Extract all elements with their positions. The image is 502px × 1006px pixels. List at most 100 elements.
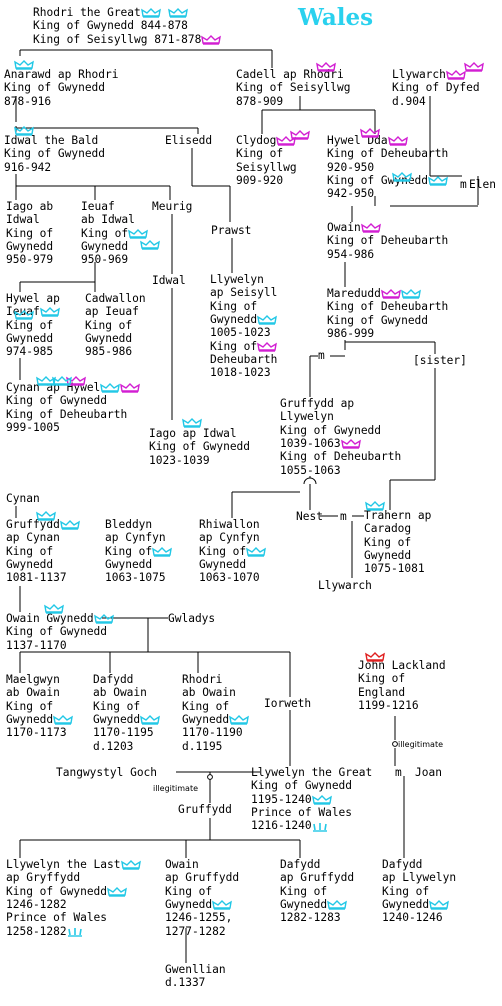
person-text: ap Seisyll bbox=[210, 286, 278, 300]
person-text: King of bbox=[93, 699, 141, 713]
person-text: King of Gwynedd bbox=[6, 884, 108, 898]
llywelyn-seisyll-line: King of bbox=[210, 340, 278, 353]
llywelyn-seisyll-line: ap Seisyll bbox=[210, 286, 277, 299]
dafydd-owain-line: d.1203 bbox=[93, 740, 133, 753]
person-text: 950-969 bbox=[81, 253, 129, 267]
person-text: King of bbox=[382, 884, 430, 898]
llywarch-dyfed-line: Llywarch bbox=[392, 68, 466, 81]
person-text: 920-950 bbox=[327, 160, 375, 174]
person-text: 1039-1063 bbox=[280, 436, 341, 450]
crown-icon bbox=[360, 128, 380, 139]
iago-idwal-line: King of Gwynedd bbox=[149, 440, 250, 453]
crown-icon bbox=[316, 58, 336, 76]
person-text: King of Gwynedd bbox=[327, 313, 429, 327]
person-text: Maelgwyn bbox=[6, 673, 60, 686]
gruffydd-llywelyn-line: Llywelyn bbox=[280, 410, 334, 423]
anarawd-line: King of Gwynedd bbox=[4, 81, 105, 94]
person-text: 1055-1063 bbox=[280, 463, 341, 477]
person-text: d.1195 bbox=[182, 739, 223, 753]
crown-icon bbox=[14, 126, 34, 137]
person-text: 1075-1081 bbox=[364, 562, 425, 576]
cadwallon-ieuaf-line: Gwynedd bbox=[85, 332, 132, 345]
person-text: King of bbox=[85, 318, 133, 332]
person-text: Clydog bbox=[236, 134, 277, 147]
illegitimate-marker bbox=[392, 741, 398, 747]
crown-icon bbox=[168, 8, 188, 19]
person-text: Gwynedd bbox=[93, 712, 141, 726]
person-text: Meurig bbox=[152, 200, 193, 213]
dafydd-gruffydd-line: Gwynedd bbox=[280, 898, 348, 911]
llywelyn-last-line: Llywelyn the Last bbox=[6, 858, 141, 871]
person-text: 1170-1195 bbox=[93, 726, 154, 740]
hywel-dda-line: King of Deheubarth bbox=[327, 147, 448, 160]
person-text: d.1337 bbox=[165, 976, 206, 990]
crown-icon bbox=[212, 899, 233, 910]
iago-ab-idwal-line: Idwal bbox=[6, 213, 40, 226]
crown-icon bbox=[340, 438, 361, 449]
person-text: King of bbox=[364, 535, 412, 549]
gwladys-line: Gwladys bbox=[168, 612, 215, 625]
trahern-line: 1075-1081 bbox=[364, 562, 425, 575]
hywel-dda-line: 942-950 bbox=[327, 187, 374, 200]
person-text: Owain Gwynedd bbox=[6, 612, 94, 625]
marriage-symbol: m bbox=[318, 349, 325, 363]
person-text: Gwynedd bbox=[6, 239, 54, 253]
prince-of-wales-feathers-icon bbox=[67, 928, 82, 937]
maredudd-line: King of Deheubarth bbox=[327, 300, 448, 313]
person-text: Cynan bbox=[6, 492, 40, 505]
sister-line: [sister] bbox=[413, 354, 467, 367]
person-text: 1277-1282 bbox=[165, 924, 226, 938]
trahern-line: King of bbox=[364, 536, 411, 549]
cadwallon-ieuaf-line: Cadwallon bbox=[85, 292, 146, 305]
anarawd-line: 878-916 bbox=[4, 95, 51, 108]
person-text: King of Gwynedd bbox=[6, 394, 108, 408]
crown-icon bbox=[59, 520, 80, 530]
person-text: 1282-1283 bbox=[280, 911, 341, 925]
crown-icon bbox=[52, 376, 72, 387]
line-crossing-arc bbox=[303, 477, 317, 485]
person-text: 1063-1070 bbox=[199, 571, 260, 585]
person-text: Idwal bbox=[6, 213, 40, 227]
llywarch-line: Llywarch bbox=[318, 579, 372, 592]
person-text: Gwynedd bbox=[81, 239, 129, 253]
person-text: King of bbox=[199, 544, 247, 558]
person-text: Maredudd bbox=[327, 287, 381, 300]
meurig-line: Meurig bbox=[152, 200, 192, 213]
iago-idwal-line: 1023-1039 bbox=[149, 454, 210, 467]
owain-gwynedd-line: King of Gwynedd bbox=[6, 625, 107, 638]
maredudd-line: Maredudd bbox=[327, 287, 421, 300]
crown-icon bbox=[66, 376, 86, 387]
person-text: 1018-1023 bbox=[210, 366, 271, 380]
gruffydd-cynan-line: 1081-1137 bbox=[6, 571, 67, 584]
crown-icon bbox=[36, 507, 56, 525]
person-text: King of Deheubarth bbox=[327, 234, 449, 248]
john-line: John Lackland bbox=[358, 659, 446, 672]
person-text: Prince of Wales bbox=[6, 911, 108, 925]
rhiwallon-line: Rhiwallon bbox=[199, 518, 260, 531]
person-text: King of Gwynedd bbox=[251, 779, 353, 793]
crown-icon bbox=[36, 511, 56, 522]
joan-line: Joan bbox=[415, 766, 442, 779]
person-text: King of Deheubarth bbox=[327, 300, 449, 314]
person-text: King of bbox=[6, 318, 54, 332]
dafydd-llywelyn-line: Gwynedd bbox=[382, 898, 450, 911]
person-text: King of Dyfed bbox=[392, 81, 480, 95]
hywel-dda-line: King of Gwynedd bbox=[327, 174, 448, 187]
person-text: Llywarch bbox=[392, 68, 446, 81]
marriage-symbol: m bbox=[395, 766, 402, 780]
person-text: King of bbox=[358, 672, 406, 686]
person-text: Owain bbox=[165, 858, 199, 871]
person-text: King of bbox=[6, 226, 54, 240]
iago-ab-idwal-line: King of bbox=[6, 227, 53, 240]
person-text: [sister] bbox=[413, 354, 467, 367]
rhodri-owain-line: 1170-1190 bbox=[182, 726, 243, 739]
john-line: King of bbox=[358, 672, 405, 685]
hywel-ieuaf-line: 974-985 bbox=[6, 345, 53, 358]
owain-gruffydd-line: King of bbox=[165, 885, 212, 898]
person-text: Elen bbox=[469, 178, 496, 191]
person-text: 1246-1282 bbox=[6, 897, 67, 911]
rhodri-owain-line: Rhodri bbox=[182, 673, 222, 686]
maelgwyn-line: Maelgwyn bbox=[6, 673, 60, 686]
person-text: Gwynedd bbox=[210, 312, 258, 326]
